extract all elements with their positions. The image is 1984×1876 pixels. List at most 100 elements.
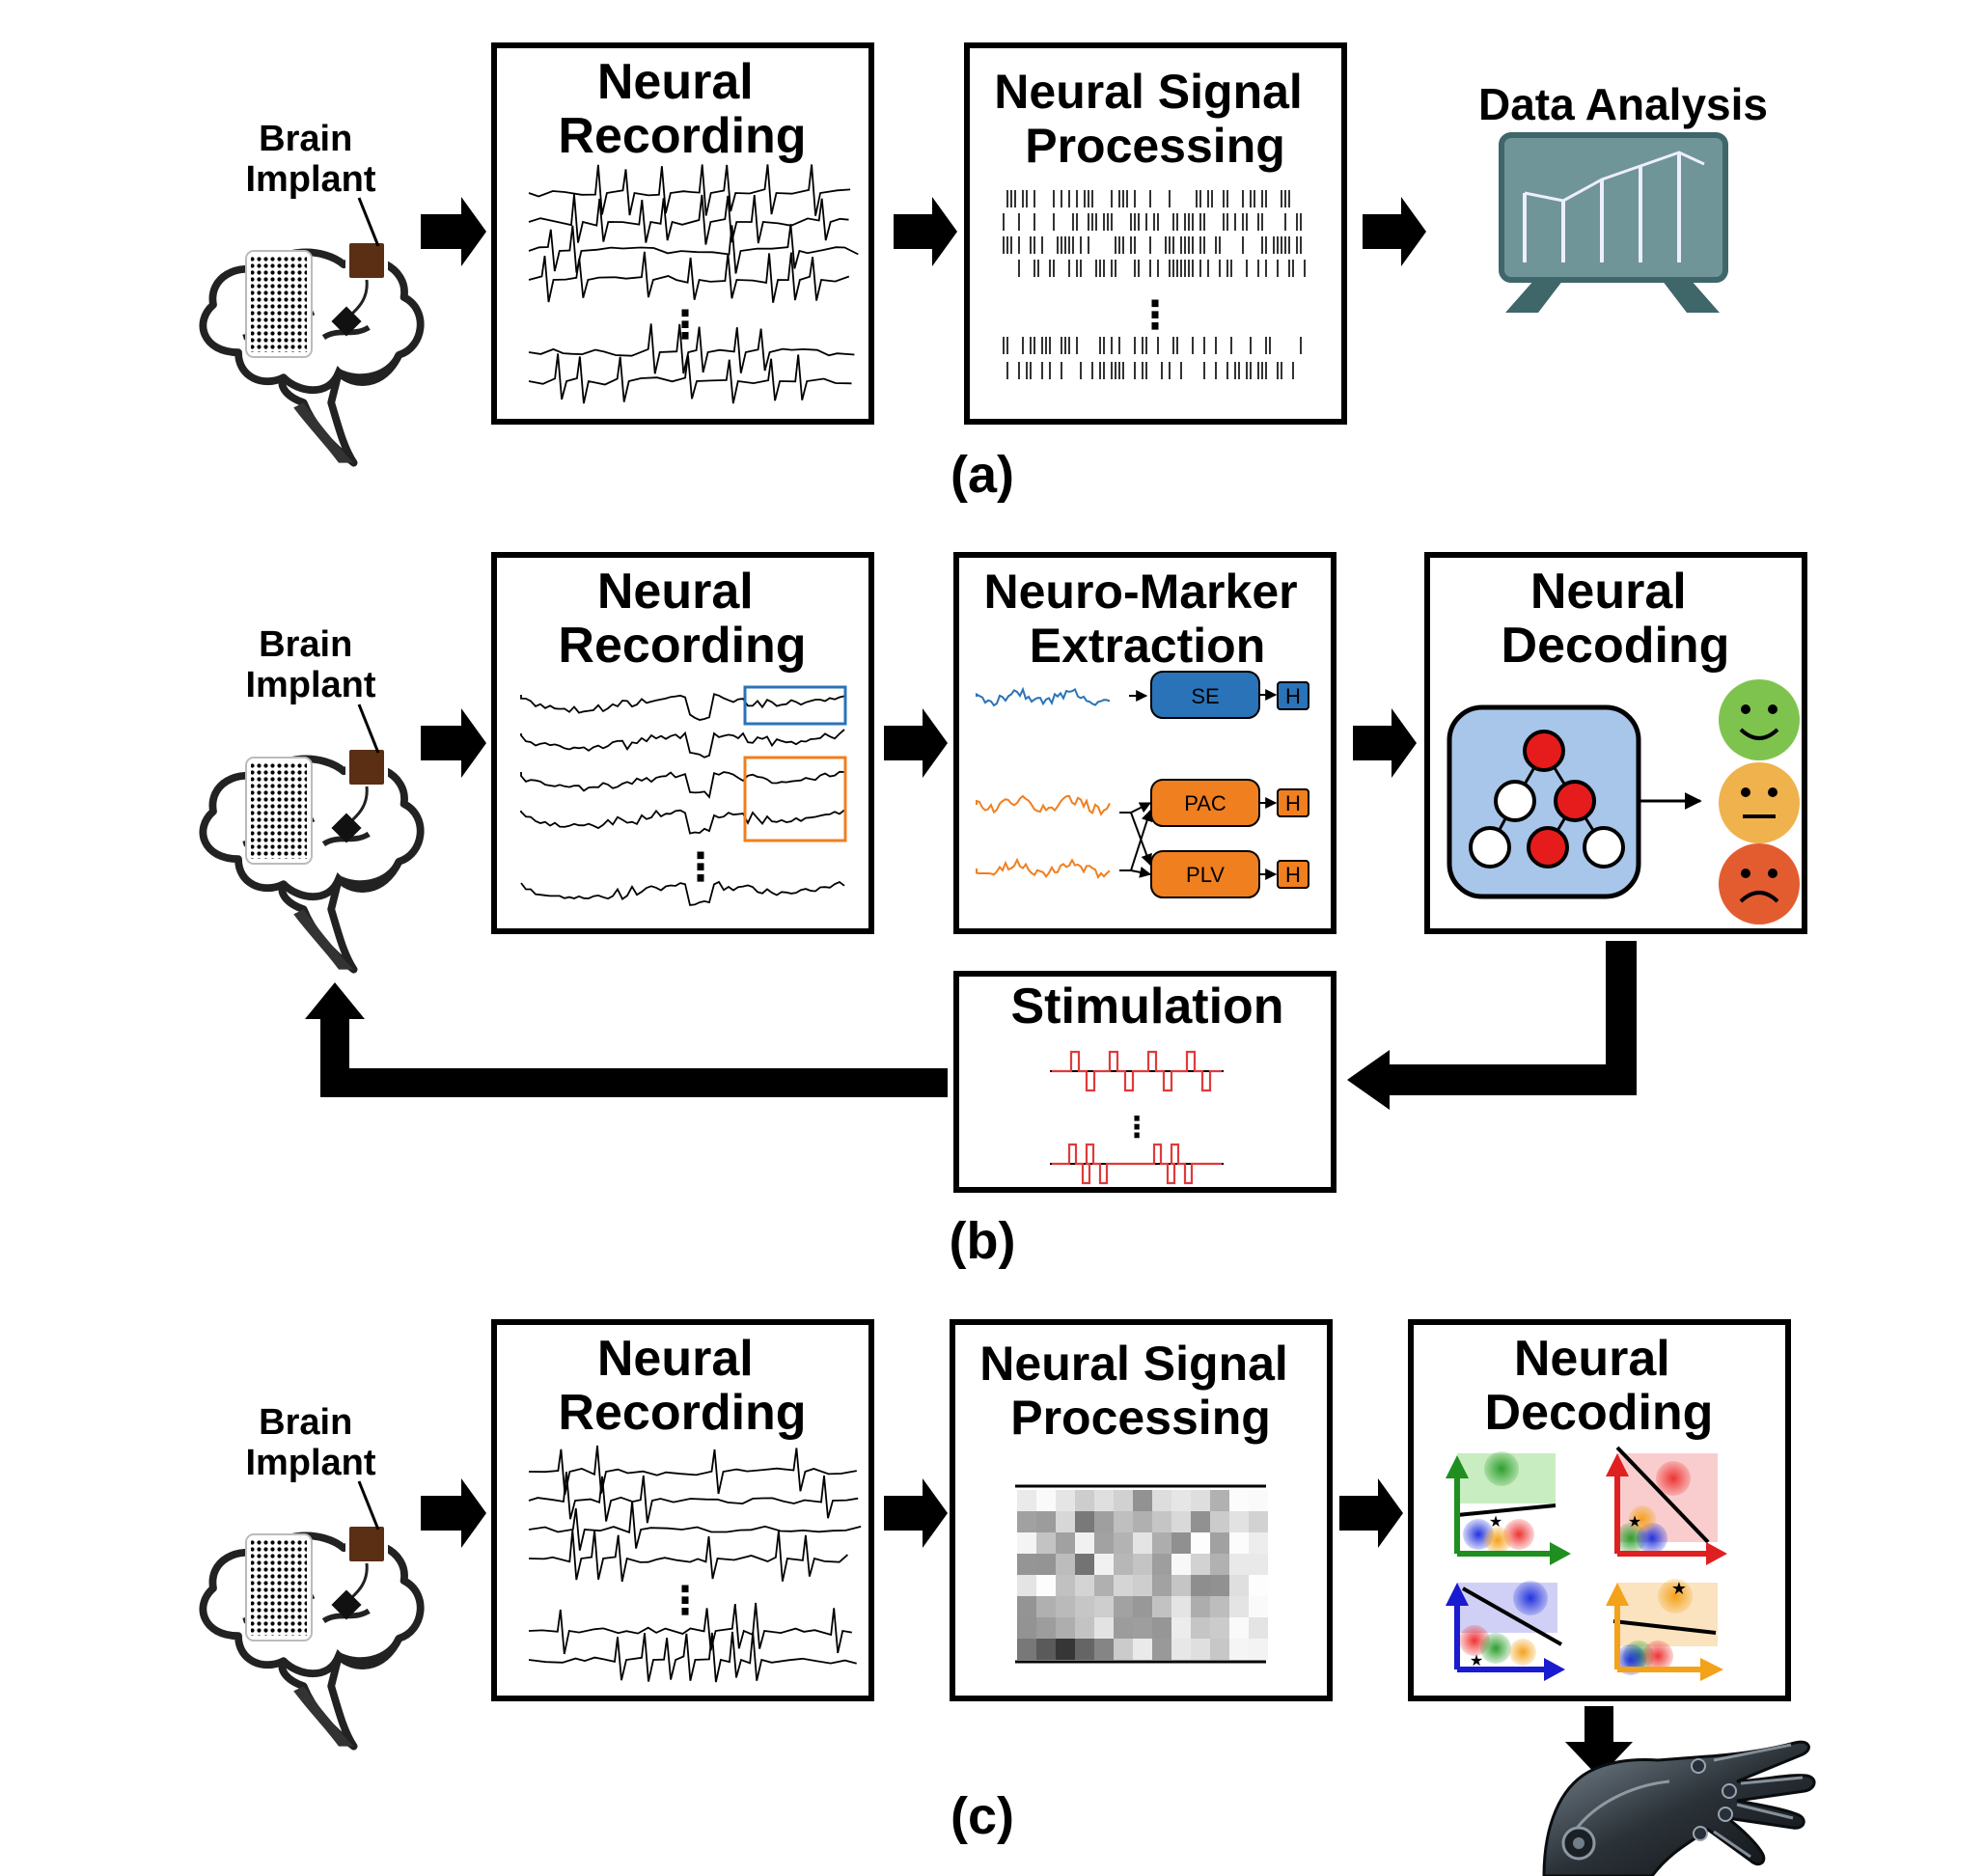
caption-b: (b) [950,1212,1016,1270]
stimulation-pulses-icon: ⋮ [1050,1050,1224,1185]
heatmap-cell [1191,1490,1210,1511]
heatmap-cell [1210,1490,1229,1511]
robotic-hand-icon [1542,1740,1816,1876]
signal-trace [976,686,1111,707]
heatmap-cell [1017,1596,1036,1617]
heatmap-cell [1017,1511,1036,1532]
heatmap-cell [1249,1596,1268,1617]
heatmap-cell [1249,1511,1268,1532]
heatmap-cell [1036,1617,1056,1639]
heatmap-cell [1094,1596,1114,1617]
heatmap-cell [1133,1511,1152,1532]
spike-raster-icon [1003,190,1306,379]
heatmap-cell [1249,1554,1268,1575]
eeg-waveforms-icon [528,164,859,404]
heatmap-cell [1056,1490,1075,1511]
heatmap-cell [1171,1575,1191,1596]
heatmap-cell [1229,1490,1249,1511]
panel-c: Brain Implant Neural Recording ⋮ Neural … [203,1319,1816,1876]
heatmap-cell [1191,1554,1210,1575]
eeg-waveforms-icon [528,1445,862,1683]
heatmap-cell [1171,1511,1191,1532]
classification-plots-icon: ★ ★ [1446,1446,1727,1681]
arrow-right-icon [1363,197,1426,266]
heatmap-cell [1249,1575,1268,1596]
heatmap-cell [1210,1554,1229,1575]
heatmap-cell [1036,1596,1056,1617]
heatmap-cell [1152,1617,1171,1639]
heatmap-cell [1094,1490,1114,1511]
feature-heatmap-icon [1017,1490,1268,1660]
arrow-right-icon [421,1478,486,1548]
highlight-window-orange [743,756,847,842]
heatmap-cell [1229,1532,1249,1554]
heatmap-cell [1017,1639,1036,1660]
heatmap-cell [1249,1617,1268,1639]
heatmap-cell [1152,1554,1171,1575]
heatmap-cell [1152,1532,1171,1554]
eeg-trace [528,194,849,245]
eeg-trace [520,693,845,721]
heatmap-cell [1171,1554,1191,1575]
heatmap-cell [1152,1596,1171,1617]
heatmap-cell [1171,1617,1191,1639]
classifier-network-icon [1447,704,1641,899]
caption-a: (a) [951,446,1014,504]
brain-implant-a [203,239,420,463]
heatmap-cell [1056,1532,1075,1554]
heatmap-cell [1152,1511,1171,1532]
svg-text:★: ★ [1470,1653,1483,1669]
svg-text:⋮: ⋮ [1136,294,1174,337]
signal-segment-orange [976,857,1111,880]
eeg-trace [520,770,845,799]
svg-text:★: ★ [1628,1514,1641,1531]
caption-c: (c) [951,1787,1014,1845]
heatmap-cell [1114,1617,1133,1639]
heatmap-cell [1114,1575,1133,1596]
eeg-trace [528,164,851,216]
eeg-trace [528,251,850,303]
heatmap-cell [1056,1575,1075,1596]
heatmap-cell [1133,1490,1152,1511]
svg-text:⋮: ⋮ [681,846,720,889]
step-title: Neural Decoding [1485,1331,1714,1441]
heatmap-cell [1114,1639,1133,1660]
heatmap-cell [1094,1575,1114,1596]
svg-text:PLV: PLV [1186,863,1225,887]
heatmap-cell [1229,1554,1249,1575]
eeg-trace [528,1472,859,1524]
eeg-trace [520,729,845,759]
eeg-trace [528,1602,852,1655]
eeg-slow-waves-icon [520,693,845,906]
eeg-trace [528,353,852,404]
heatmap-cell [1075,1532,1094,1554]
heatmap-cell [1056,1511,1075,1532]
heatmap-cell [1152,1639,1171,1660]
heatmap-cell [1075,1511,1094,1532]
arrow-right-icon [421,708,486,778]
heatmap-cell [1249,1639,1268,1660]
step-title: Neuro-Marker Extraction [983,565,1310,673]
brain-implant-c [203,1523,420,1747]
heatmap-cell [1114,1511,1133,1532]
highlight-window-blue [743,685,847,726]
heatmap-cell [1075,1639,1094,1660]
svg-text:H: H [1285,791,1301,815]
heatmap-cell [1094,1511,1114,1532]
step-title: Neural Signal Processing [979,1337,1301,1445]
microchip-icon [331,306,362,337]
eeg-trace [528,1631,857,1683]
neural-recording-box-c [491,1319,874,1701]
heatmap-cell [1210,1575,1229,1596]
heatmap-cell [1056,1596,1075,1617]
heatmap-cell [1191,1532,1210,1554]
arrow-right-icon [894,197,957,266]
heatmap-cell [1056,1639,1075,1660]
heatmap-cell [1133,1617,1152,1639]
heatmap-cell [1229,1617,1249,1639]
heatmap-cell [1171,1490,1191,1511]
monitor-chart-icon [1499,132,1728,313]
heatmap-cell [1075,1596,1094,1617]
signal-segment-blue [976,686,1111,707]
heatmap-cell [1210,1639,1229,1660]
